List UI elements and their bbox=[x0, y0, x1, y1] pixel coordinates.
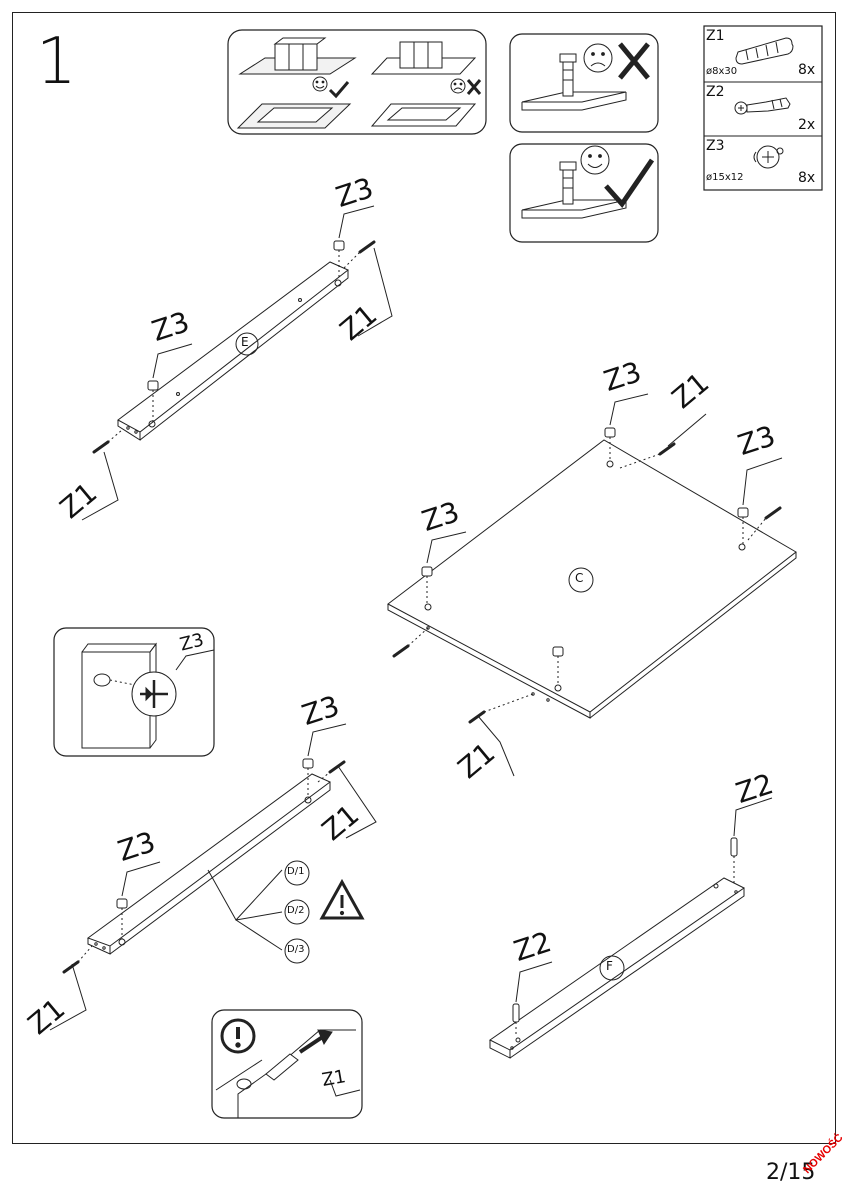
parts-z2-qty: 2x bbox=[798, 117, 816, 133]
cam-bolts bbox=[512, 837, 738, 1023]
parts-table bbox=[703, 25, 823, 191]
check-icon bbox=[328, 81, 350, 99]
step-number: 1 bbox=[36, 25, 77, 99]
panel-f bbox=[489, 877, 745, 1059]
cam-orientation-detail bbox=[53, 627, 215, 757]
correct-screw-box bbox=[509, 143, 659, 243]
dowel-guide-lines bbox=[77, 251, 767, 963]
z1-label: Z1 bbox=[320, 1066, 348, 1091]
cross-icon bbox=[466, 79, 482, 95]
panel-d2-label: D/2 bbox=[287, 905, 305, 916]
cam-lock-icon bbox=[753, 145, 784, 169]
panel-e bbox=[117, 261, 349, 441]
floor-protection-tip-box bbox=[227, 29, 487, 135]
panel-e-label: E bbox=[241, 335, 249, 349]
parts-z3-qty: 8x bbox=[798, 170, 816, 186]
dowels bbox=[62, 240, 782, 974]
parts-z3-code: Z3 bbox=[706, 138, 725, 154]
parts-z2-code: Z2 bbox=[706, 84, 725, 100]
panel-f-label: F bbox=[606, 959, 613, 973]
panel-d3-label: D/3 bbox=[287, 944, 305, 955]
sad-face-icon bbox=[450, 78, 466, 94]
sad-face-icon bbox=[583, 43, 613, 73]
happy-face-icon bbox=[312, 76, 328, 92]
parts-z1-code: Z1 bbox=[706, 28, 725, 44]
parts-z1-qty: 8x bbox=[798, 62, 816, 78]
label-leaders bbox=[49, 205, 783, 1031]
page-frame bbox=[12, 12, 836, 1144]
wrong-screw-box bbox=[509, 33, 659, 133]
panel-c-label: C bbox=[575, 571, 584, 585]
exclamation-icon bbox=[220, 1018, 256, 1054]
parts-z1-size: ø8x30 bbox=[706, 66, 738, 77]
cam-guide-lines bbox=[121, 250, 744, 939]
cam-bolt-icon bbox=[734, 97, 791, 115]
page-number: 2/15 bbox=[766, 1160, 816, 1185]
bolt-guide-lines bbox=[515, 856, 735, 1036]
dowel-insertion-tip bbox=[211, 1009, 363, 1119]
wooden-dowel-icon bbox=[735, 37, 794, 65]
cross-icon bbox=[618, 42, 650, 80]
warning-icon bbox=[319, 878, 365, 920]
check-icon bbox=[604, 158, 655, 209]
panel-d bbox=[86, 773, 331, 964]
parts-z3-size: ø15x12 bbox=[706, 172, 744, 183]
panel-c bbox=[387, 439, 797, 719]
panel-d1-label: D/1 bbox=[287, 866, 305, 877]
happy-face-icon bbox=[580, 145, 610, 175]
cam-locks bbox=[116, 240, 749, 909]
